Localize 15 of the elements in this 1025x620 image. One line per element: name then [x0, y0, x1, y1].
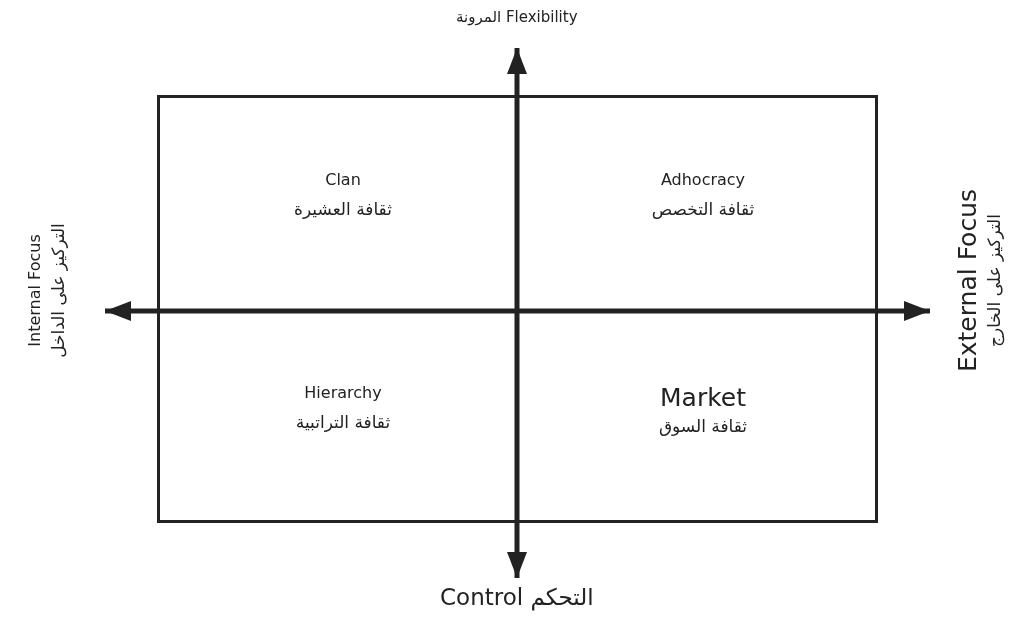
axis-label: External Focus: [952, 188, 982, 372]
quadrant-subtitle: ثقافة السوق: [658, 416, 748, 436]
axis-label: المرونة Flexibility: [456, 8, 578, 26]
quadrant-subtitle: ثقافة العشيرة: [294, 199, 392, 219]
quadrant-title: Clan: [325, 170, 361, 189]
quadrant-subtitle: ثقافة التراتبية: [295, 412, 391, 432]
quadrant-title: Hierarchy: [304, 383, 382, 402]
quadrant-title: Adhocracy: [660, 170, 746, 189]
axis-label: Control التحكم: [440, 584, 594, 610]
quadrant-title: Market: [660, 383, 746, 412]
matrix-frame: [157, 95, 878, 523]
axis-label: التركيز على الداخل: [47, 222, 68, 358]
axis-label: التركيز على الخارج: [983, 213, 1004, 347]
quadrant-subtitle: ثقافة التخصص: [651, 199, 755, 219]
axis-label: Internal Focus: [24, 233, 44, 347]
